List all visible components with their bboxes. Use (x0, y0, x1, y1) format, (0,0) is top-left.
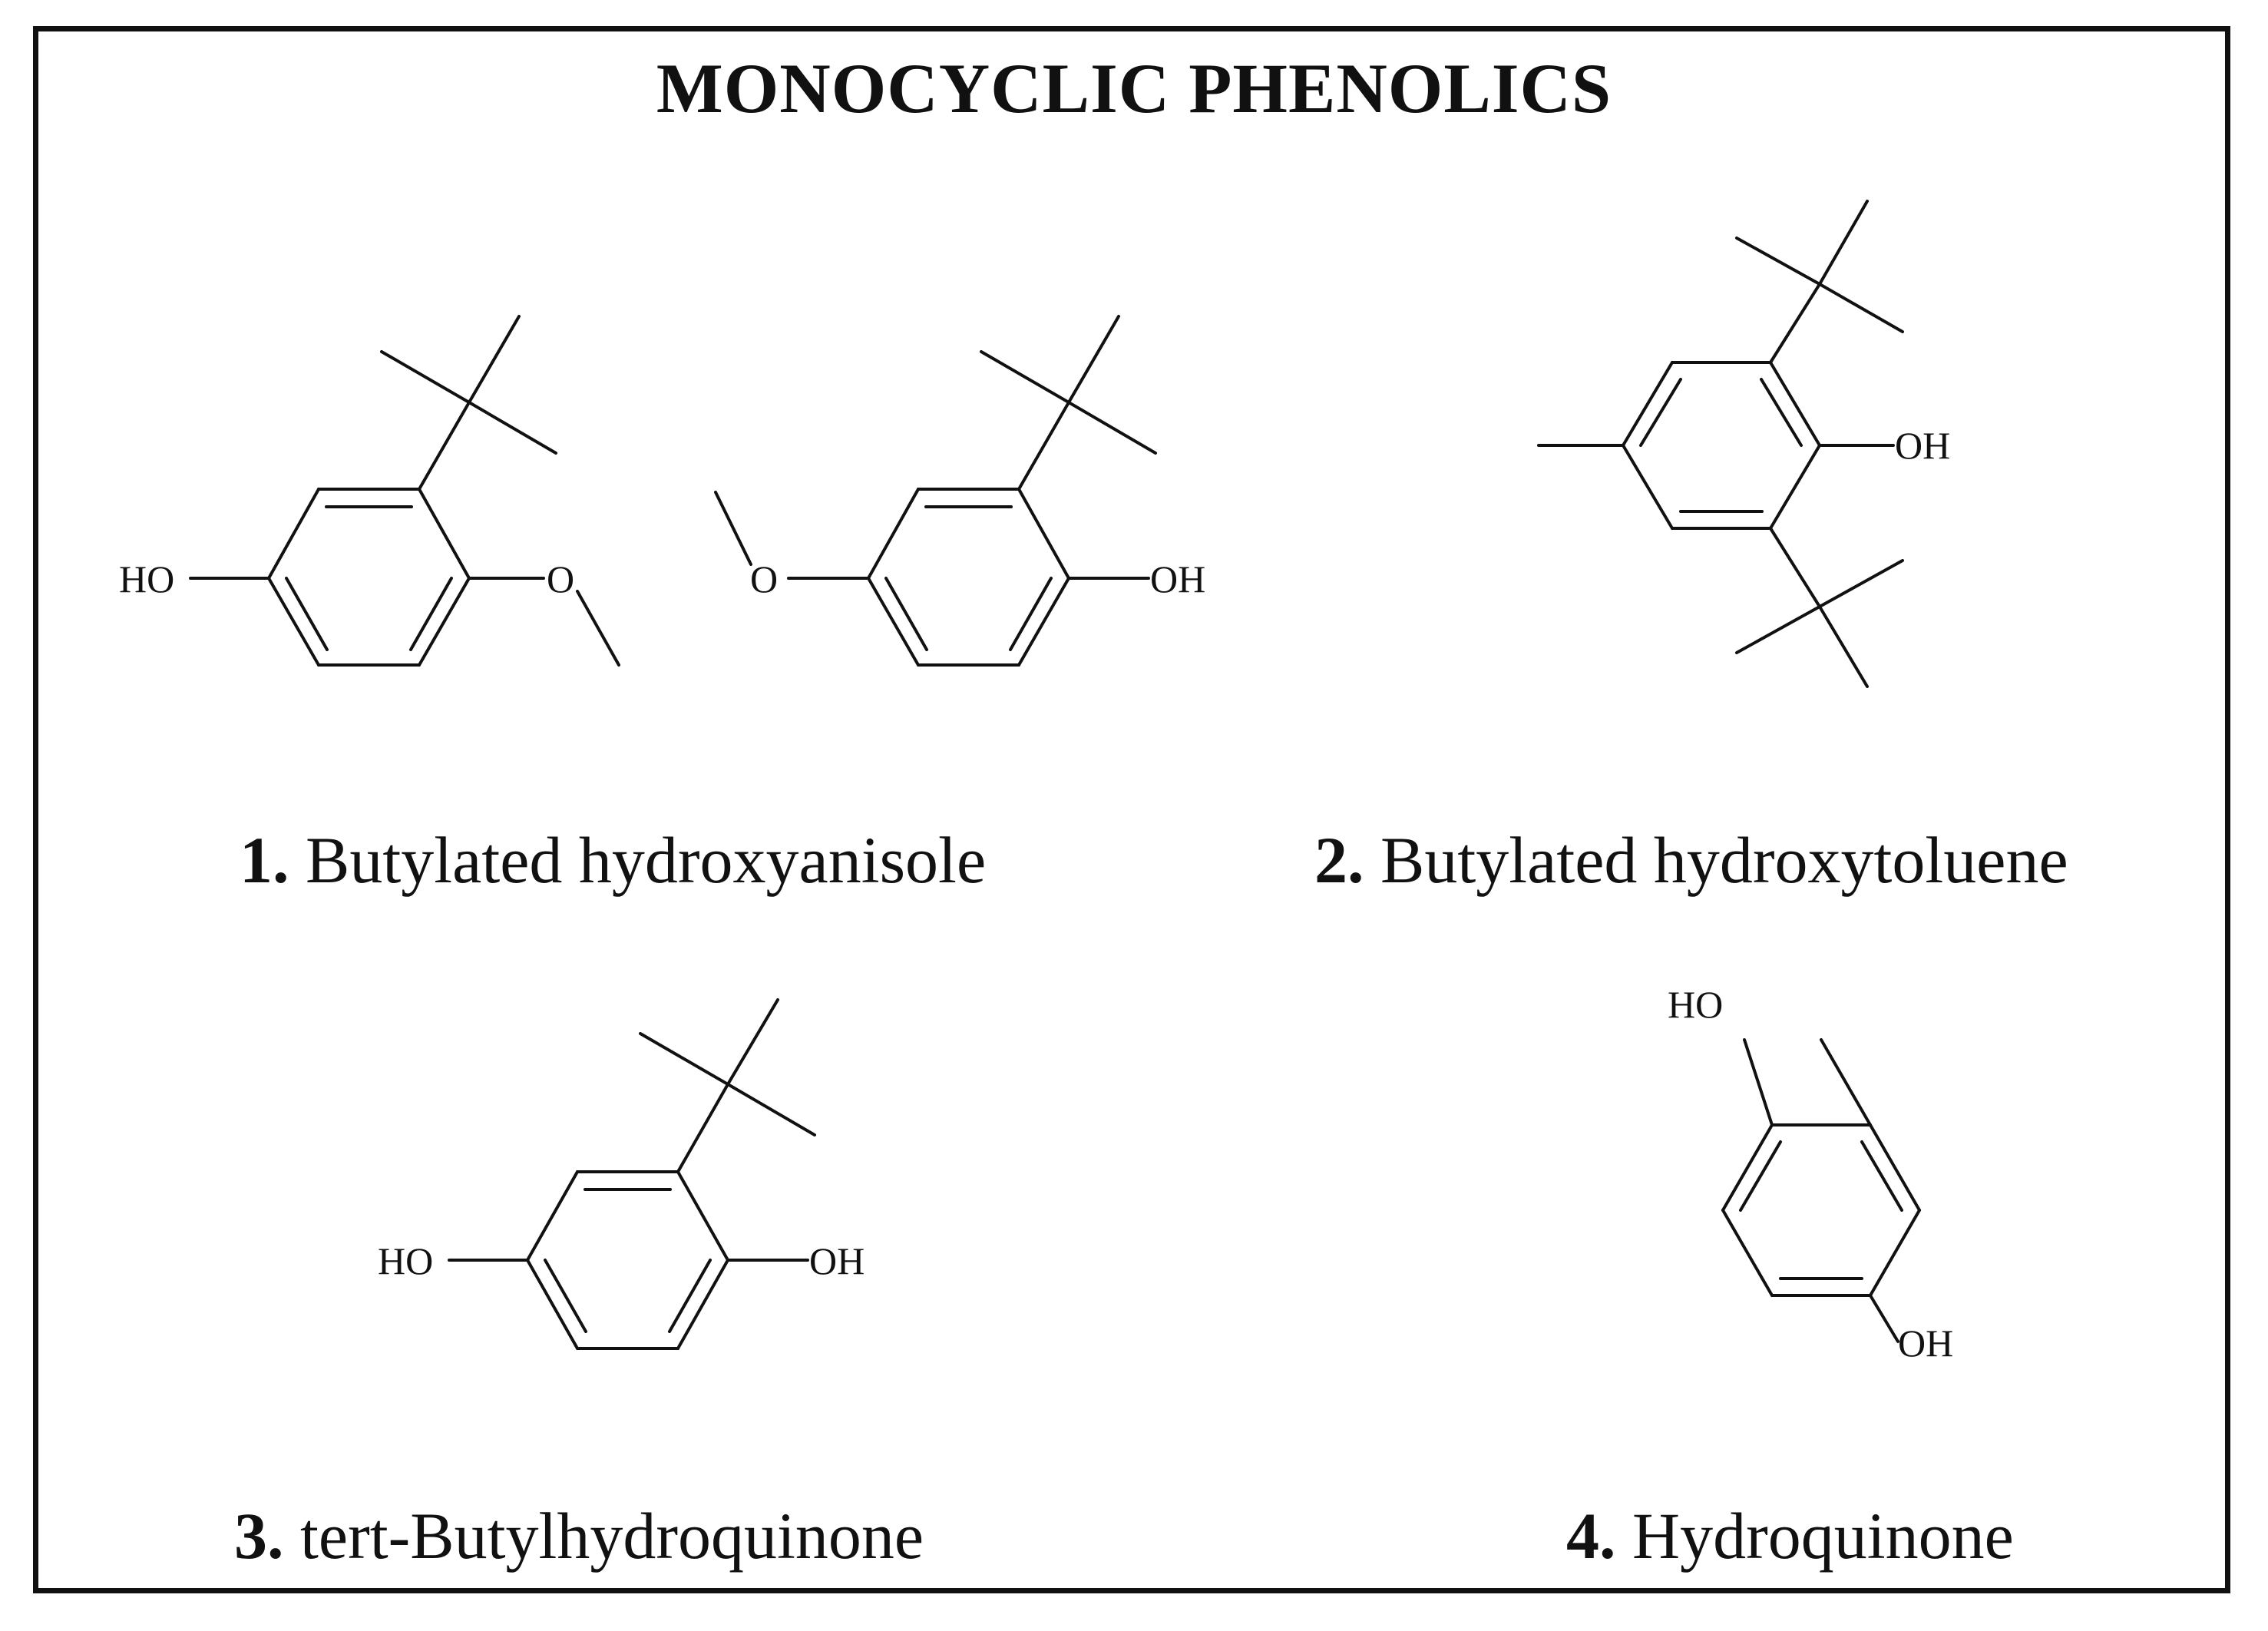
bha-isomer-b-structure (714, 315, 1157, 667)
bha-isomer-a-structure (189, 315, 620, 667)
bha-b-o-label: O (750, 557, 778, 600)
figure-title: MONOCYCLIC PHENOLICS (656, 49, 1612, 127)
caption-tbhq-number: 3. (234, 1499, 284, 1573)
hq-oh-label: OH (1898, 1322, 1953, 1365)
caption-tbhq-name: tert-Butylhydroquinone (300, 1499, 924, 1573)
hq-ho-label: HO (1668, 983, 1723, 1026)
caption-hydroquinone-number: 4. (1566, 1499, 1616, 1573)
caption-tbhq: 3. tert-Butylhydroquinone (234, 1497, 924, 1574)
bha-b-oh-label: OH (1150, 557, 1205, 600)
tbhq-ho-label: HO (378, 1239, 433, 1282)
hydroquinone-structure (1721, 1038, 1921, 1343)
bha-a-o-label: O (547, 557, 574, 600)
caption-hydroquinone-name: Hydroquinone (1632, 1499, 2014, 1573)
tbhq-structure (448, 998, 816, 1350)
caption-bht: 2. Butylated hydroxytoluene (1314, 822, 2068, 898)
caption-bht-name: Butylated hydroxytoluene (1380, 823, 2068, 897)
caption-bha-name: Butylated hydroxyanisole (306, 823, 987, 897)
caption-hydroquinone: 4. Hydroquinone (1566, 1497, 2014, 1574)
bht-oh-label: OH (1895, 424, 1950, 467)
caption-bha-number: 1. (240, 823, 289, 897)
tbhq-oh-label: OH (809, 1239, 865, 1282)
caption-bha: 1. Butylated hydroxyanisole (240, 822, 986, 898)
figure-frame (33, 26, 2230, 1593)
bht-structure (1537, 200, 1904, 688)
caption-bht-number: 2. (1314, 823, 1364, 897)
bha-a-ho-label: HO (119, 557, 174, 600)
